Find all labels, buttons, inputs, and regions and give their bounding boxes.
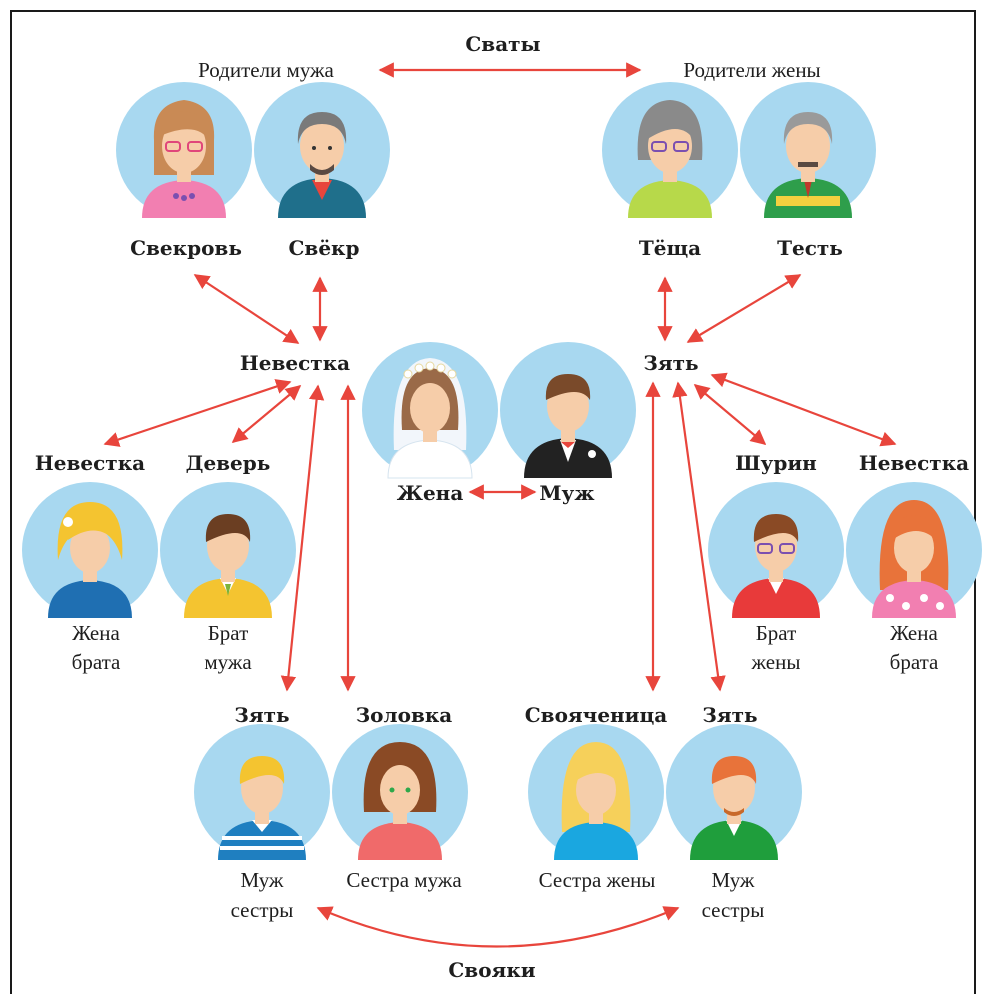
avatar-svekor	[254, 82, 390, 218]
label-svekor: Свёкр	[289, 236, 360, 260]
arrow-nevestka-nevestka-left	[103, 379, 292, 447]
arrow-zyat-nevestka-right	[710, 372, 897, 447]
avatar-nevestka-right	[846, 482, 982, 618]
avatar-nevestka-left	[22, 482, 158, 618]
avatar-shurin	[708, 482, 844, 618]
avatar-zyat-right	[666, 724, 802, 860]
avatar-svekrov	[116, 82, 252, 218]
label-parents-wife: Родители жены	[683, 58, 820, 82]
labels: Сваты Родители мужа Родители жены Свекро…	[35, 32, 969, 982]
avatar-zhena	[362, 342, 498, 479]
label-tescha: Тёща	[639, 236, 701, 260]
relation-arrows	[103, 62, 897, 948]
avatar-dever	[160, 482, 296, 618]
label-nevestka-left: Невестка	[35, 451, 145, 475]
desc-nevestka-left-2: брата	[72, 650, 121, 674]
label-svoyachenitsa: Свояченица	[525, 703, 668, 727]
arrow-test-zyat	[686, 274, 802, 343]
label-svaty: Сваты	[465, 32, 540, 56]
desc-zolovka-1: Сестра мужа	[346, 868, 462, 892]
desc-zyat-left-1: Муж	[241, 868, 284, 892]
label-zyat-left: Зять	[234, 703, 289, 727]
arrow-svekrov-nevestka	[193, 274, 300, 344]
desc-dever-1: Брат	[208, 621, 249, 645]
desc-nevestka-left-1: Жена	[72, 621, 120, 645]
label-zhena: Жена	[397, 481, 464, 505]
desc-zyat-right-2: сестры	[702, 898, 765, 922]
arrow-zyat-zyat-right	[672, 381, 726, 692]
arrow-svoyaki	[316, 906, 680, 948]
label-svekrov: Свекровь	[130, 236, 242, 260]
desc-svoyachenitsa-1: Сестра жены	[539, 868, 656, 892]
arrow-nevestka-zyat-left	[280, 384, 325, 692]
desc-shurin-1: Брат	[756, 621, 797, 645]
desc-dever-2: мужа	[204, 650, 252, 674]
desc-zyat-right-1: Муж	[712, 868, 755, 892]
desc-nevestka-right-1: Жена	[890, 621, 938, 645]
arrow-zyat-shurin	[693, 384, 767, 445]
label-zolovka: Золовка	[356, 703, 453, 727]
desc-nevestka-right-2: брата	[890, 650, 939, 674]
desc-zyat-left-2: сестры	[231, 898, 294, 922]
label-test: Тесть	[777, 236, 843, 260]
label-dever: Деверь	[186, 451, 271, 475]
avatar-zyat-left	[194, 724, 330, 860]
avatar-tescha	[602, 82, 738, 218]
avatar-test	[740, 82, 876, 218]
diagram-frame	[10, 10, 976, 994]
arrow-nevestka-dever	[231, 385, 302, 443]
label-zyat-right: Зять	[702, 703, 757, 727]
avatar-muzh	[500, 342, 636, 478]
desc-shurin-2: жены	[751, 650, 801, 674]
label-nevestka-right: Невестка	[859, 451, 969, 475]
label-shurin: Шурин	[735, 451, 817, 475]
avatar-svoyachenitsa	[528, 724, 664, 860]
avatar-zolovka	[332, 724, 468, 860]
label-parents-husband: Родители мужа	[198, 58, 334, 82]
label-nevestka-center: Невестка	[240, 351, 350, 375]
label-muzh: Муж	[539, 481, 594, 505]
label-zyat-center: Зять	[643, 351, 698, 375]
label-svoyaki: Свояки	[448, 958, 535, 982]
